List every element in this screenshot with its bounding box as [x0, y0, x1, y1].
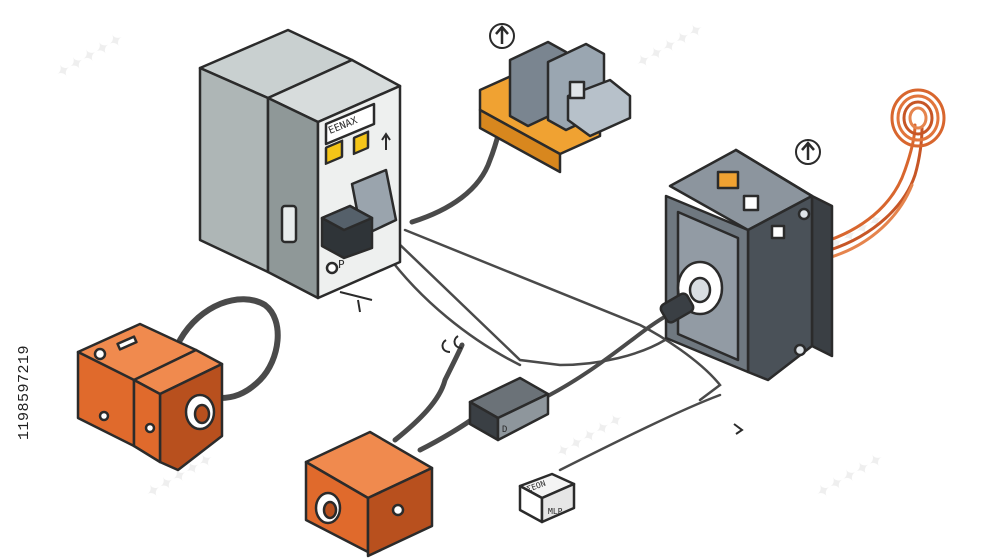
up-arrow-marker-relay [489, 23, 515, 49]
cable-left-block-loop [177, 296, 281, 401]
relay-window [568, 80, 586, 100]
connector-label: D [502, 425, 507, 435]
connector-side [496, 392, 550, 442]
small-box-side [540, 482, 576, 524]
grey-box-terminal-1 [742, 194, 760, 212]
indicator-lamp-left [324, 139, 344, 165]
grey-junction-box [659, 148, 834, 382]
din-rail-lower [478, 108, 562, 174]
bottom-block-screw [391, 503, 405, 517]
wire-to-small-box [558, 393, 722, 472]
svg-text:✦✦✦✦✦: ✦✦✦✦✦ [632, 18, 708, 74]
wire-cabinet-1 [403, 228, 722, 402]
hook-mark [441, 335, 463, 353]
sketch-marks [339, 132, 744, 435]
left-block-screw-1 [93, 347, 107, 361]
left-block-front-lower [132, 378, 162, 464]
copper-coil [890, 88, 946, 148]
wire-cabinet-2 [393, 238, 667, 367]
cable-connector-to-box [538, 313, 670, 402]
svg-text:✦✦✦✦✦: ✦✦✦✦✦ [812, 448, 888, 504]
cabinet-knob [325, 261, 339, 275]
cabinet-back-side [198, 66, 270, 274]
grey-box-socket-inner [688, 276, 712, 304]
cabinet-up-arrow [381, 132, 391, 150]
grey-box-switch [716, 170, 740, 190]
svg-text:✦✦✦✦✦: ✦✦✦✦✦ [52, 28, 128, 84]
left-block-port-inner [193, 403, 211, 425]
side-stock-id: 1198597219 [16, 345, 33, 440]
bottom-block-port-inner [322, 500, 338, 520]
coil-cable-a [828, 123, 917, 242]
indicator-lamp-right [352, 130, 370, 156]
left-block-slot-1 [116, 335, 138, 351]
cabinet-arrow-mark [339, 291, 373, 313]
relay-module [478, 40, 632, 174]
cable-plug [659, 292, 695, 324]
grey-box-screw-2 [797, 207, 811, 221]
coil-cable-c [826, 183, 914, 260]
terminal-label: P [338, 258, 345, 271]
terminal-block-top [320, 204, 374, 232]
grey-box-screw-1 [793, 343, 807, 357]
cable-bottom-block-up [392, 342, 465, 443]
small-white-box [518, 472, 576, 524]
cabinet-handle [280, 204, 298, 244]
left-block-hole-2 [144, 422, 156, 434]
bottom-orange-block [304, 430, 434, 558]
up-arrow-marker-box [795, 139, 821, 165]
electrical-cabinet [198, 28, 402, 300]
left-orange-block [76, 322, 224, 472]
cabinet-door-side [266, 96, 320, 300]
grey-box-terminal-2 [770, 224, 786, 240]
inline-connector [468, 376, 550, 442]
small-box-bottom-label: MLP [548, 507, 563, 516]
wire-cabinet-3 [383, 250, 522, 367]
left-block-hole-1 [98, 410, 110, 422]
panel-label-plate [324, 102, 376, 146]
coil-cable-b [828, 126, 924, 252]
tick-mark [733, 423, 744, 435]
